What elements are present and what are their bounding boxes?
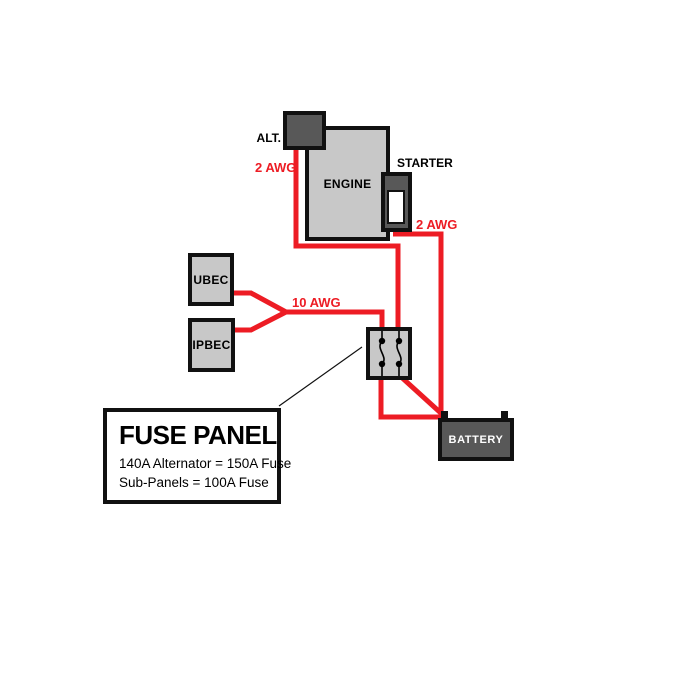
starter-terminal bbox=[387, 190, 405, 224]
alternator-gauge-label: 2 AWG bbox=[255, 160, 297, 175]
battery-terminal-positive bbox=[441, 411, 448, 421]
starter-label: STARTER bbox=[397, 156, 453, 170]
starter-box bbox=[381, 172, 412, 232]
fuse-panel-note-line: Sub-Panels = 100A Fuse bbox=[119, 475, 269, 490]
fuse-symbols bbox=[378, 331, 403, 376]
ipbec-box: IPBEC bbox=[188, 318, 235, 372]
fuse-contact-dot bbox=[378, 360, 386, 368]
fuse-panel-note-line: 140A Alternator = 150A Fuse bbox=[119, 456, 292, 471]
alternator-wire bbox=[293, 147, 401, 331]
fuse-right-squiggle bbox=[396, 331, 402, 376]
fuse-output-right-wire bbox=[397, 373, 445, 417]
fuse-contact-dot bbox=[395, 337, 403, 345]
battery-terminal-negative bbox=[501, 411, 508, 421]
bec-gauge-label: 10 AWG bbox=[292, 295, 341, 310]
fuse-panel-note-title: FUSE PANEL bbox=[119, 420, 277, 450]
fuse-left-squiggle bbox=[379, 331, 385, 376]
battery-label: BATTERY bbox=[448, 433, 504, 446]
fuse-contact-dot bbox=[395, 360, 403, 368]
fuse-panel-box bbox=[366, 327, 412, 380]
fuse-note-pointer-line bbox=[278, 346, 363, 407]
fuse-panel-note-box: FUSE PANEL 140A Alternator = 150A Fuse S… bbox=[103, 408, 291, 504]
bec-trunk-wire bbox=[284, 309, 385, 331]
battery-box: BATTERY bbox=[438, 418, 514, 461]
engine-label: ENGINE bbox=[323, 176, 372, 191]
ubec-wire bbox=[230, 290, 288, 315]
ipbec-wire bbox=[230, 309, 288, 333]
ipbec-label: IPBEC bbox=[192, 338, 231, 352]
alternator-box bbox=[283, 111, 326, 150]
starter-battery-wire bbox=[393, 231, 444, 416]
starter-gauge-label: 2 AWG bbox=[416, 217, 458, 232]
ubec-label: UBEC bbox=[193, 272, 229, 287]
fuse-contact-dot bbox=[378, 337, 386, 345]
alternator-label: ALT. bbox=[256, 131, 281, 145]
fuse-output-left-wire bbox=[378, 375, 443, 420]
ubec-box: UBEC bbox=[188, 253, 234, 306]
